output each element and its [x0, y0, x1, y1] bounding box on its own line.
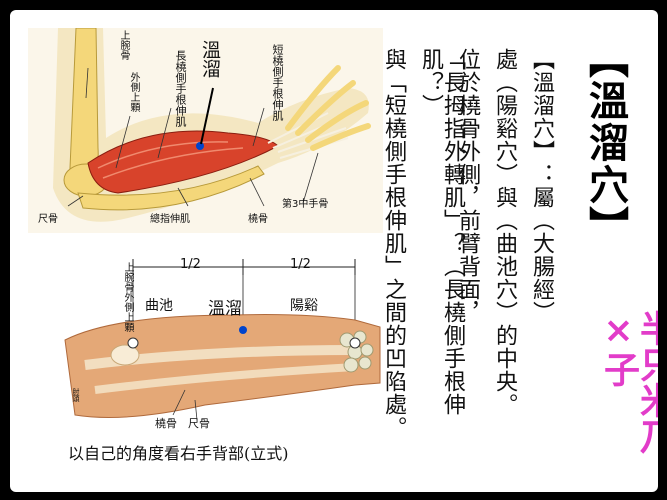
label-common-extensor: 總指伸肌: [150, 214, 190, 225]
label-half-right: 1/2: [290, 257, 311, 272]
label-elbow-small: 肘頭: [72, 388, 80, 402]
label-radius-top: 橈骨: [248, 214, 268, 225]
watermark-logo: 半只米乃×子: [598, 310, 658, 454]
label-long-extensor: 長橈側手根伸肌: [174, 50, 187, 127]
bottom-caption: 以自己的角度看右手背部(立式): [68, 444, 289, 463]
label-point-top: 溫溜: [199, 40, 221, 78]
body-column-1: 【溫溜穴】：屬（大腸經）: [529, 48, 554, 324]
label-upper-arm-bone-lateral: 上腕骨外側上顆: [122, 262, 133, 332]
label-point-bottom: 溫溜: [208, 299, 242, 319]
label-ulna-top: 尺骨: [38, 214, 58, 225]
label-radius-bottom: 橈骨: [155, 417, 177, 430]
forearm-skin-illustration: [64, 259, 381, 421]
label-ulna-bottom: 尺骨: [188, 417, 210, 430]
label-lateral-epicondyle: 外側上顆: [128, 72, 139, 112]
label-half-left: 1/2: [180, 257, 201, 272]
label-quchi: 曲池: [145, 298, 173, 314]
body-column-2: 處（陽谿穴）與（曲池穴）的中央。: [492, 48, 517, 416]
body-column-5: 與「短橈側手根伸肌」之間的凹陷處。: [381, 48, 406, 439]
label-short-extensor: 短橈側手根伸肌: [271, 44, 284, 121]
label-yangxi: 陽谿: [290, 298, 318, 314]
body-column-4: 「長拇指外轉肌」？（長橈側手根伸肌？）: [418, 48, 465, 416]
label-upper-arm-bone: 上腕骨: [118, 30, 129, 60]
forearm-muscle-illustration: [28, 28, 383, 233]
body-column-3: 位於橈骨外側，前臂背面，: [455, 48, 480, 324]
label-third-metacarpal: 第3中手骨: [282, 199, 329, 210]
page-title: 【溫溜穴】: [582, 38, 629, 248]
slide-card: 上腕骨 外側上顆 長橈側手根伸肌 溫溜 短橈側手根伸肌 第3中手骨 尺骨 總指伸…: [10, 10, 658, 492]
